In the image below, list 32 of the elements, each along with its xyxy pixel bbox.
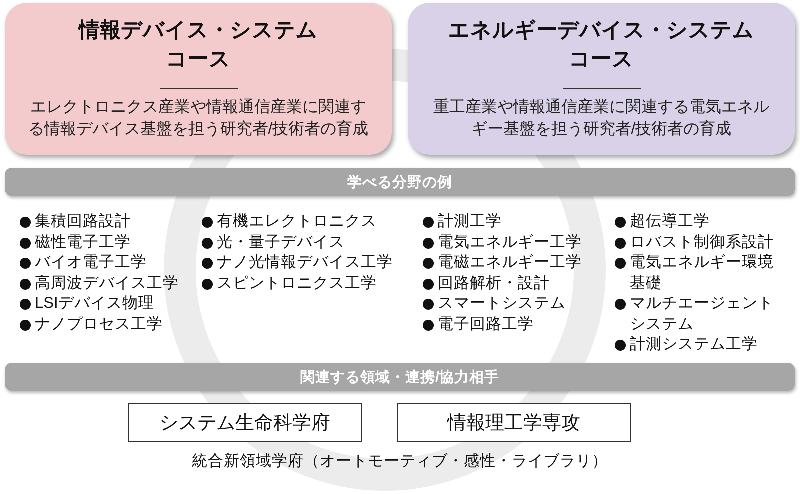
list-item: 計測工学 <box>438 212 502 232</box>
list-item: バイオ電子工学 <box>35 253 147 273</box>
list-item: 光・量子デバイス <box>217 232 345 252</box>
course-description: エレクトロニクス産業や情報通信産業に関連する情報デバイス基盤を担う研究者/技術者の育成 <box>27 98 370 140</box>
partner-box: システム生命科学府 <box>128 403 362 442</box>
list-item: 電気エネルギー環境基礎 <box>630 253 775 294</box>
list-item: LSIデバイス物理 <box>35 294 154 314</box>
course-title: エネルギーデバイス・システムコース <box>448 18 756 73</box>
course-description: 重工産業や情報通信産業に関連する電気エネルギー基盤を担う研究者/技術者の育成 <box>432 98 770 140</box>
course-title: 情報デバイス・システムコース <box>77 18 319 73</box>
list-item: 磁性電子工学 <box>35 232 131 252</box>
list-item: 高周波デバイス工学 <box>35 274 179 294</box>
list-item: スピントロニクス工学 <box>217 274 377 294</box>
list-item: マルチエージェントシステム <box>630 294 775 334</box>
list-item: ナノ光情報デバイス工学 <box>217 253 393 273</box>
list-item: 回路解析・設計 <box>438 274 550 294</box>
list-item: 集積回路設計 <box>35 212 131 232</box>
section-heading-bar: 学べる分野の例 <box>5 168 795 196</box>
list-item: スマートシステム <box>438 294 566 314</box>
section-heading-bar: 関連する領域・連携/協力相手 <box>5 363 795 391</box>
list-item: 超伝導工学 <box>630 212 710 232</box>
list-item: ナノプロセス工学 <box>35 314 163 334</box>
list-item: 有機エレクトロニクス <box>217 212 377 232</box>
course-card <box>5 3 392 155</box>
list-item: 電気エネルギー工学 <box>438 232 582 252</box>
partner-box: 情報理工学専攻 <box>397 403 631 442</box>
course-card <box>408 3 795 155</box>
list-item: 電子回路工学 <box>438 314 534 334</box>
list-item: 電磁エネルギー工学 <box>438 253 582 273</box>
list-item: 計測システム工学 <box>630 335 758 355</box>
list-item: ロバスト制御系設計 <box>630 232 774 252</box>
footnote-text: 統合新領域学府（オートモーティブ・感性・ライブラリ） <box>192 452 608 472</box>
